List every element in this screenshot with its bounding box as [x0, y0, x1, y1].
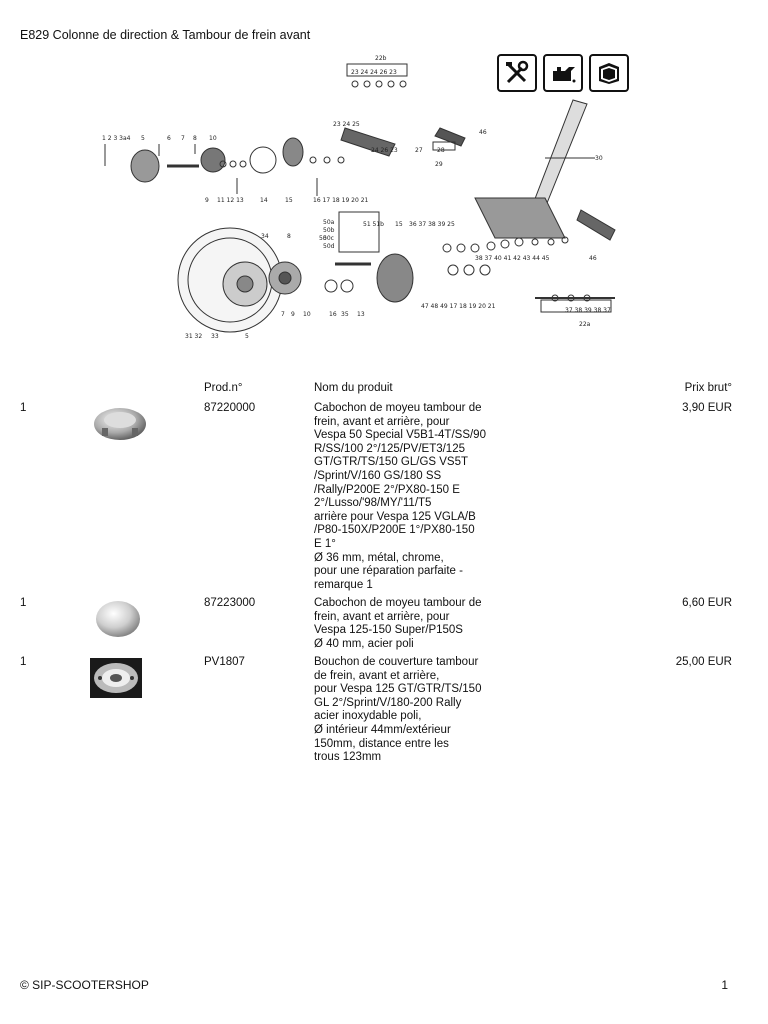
svg-text:37 38 39 38 37: 37 38 39 38 37	[565, 307, 611, 314]
header-prod-no: Prod.n°	[204, 382, 243, 394]
exploded-parts-diagram: 22b 23 24 24 26 23 23 24 25 46 1 2 3 3a4…	[102, 55, 616, 340]
product-number: 87220000	[204, 402, 256, 414]
svg-text:16: 16	[329, 311, 337, 318]
svg-text:22b: 22b	[375, 55, 387, 62]
svg-text:50d: 50d	[323, 243, 335, 250]
page-number: 1	[721, 978, 728, 992]
price: 3,90 EUR	[682, 402, 732, 414]
svg-text:31 32: 31 32	[185, 333, 202, 340]
svg-text:7: 7	[281, 311, 285, 318]
product-description: Bouchon de couverture tambour de frein, …	[314, 656, 482, 764]
svg-text:16 17 18 19 20 21: 16 17 18 19 20 21	[313, 197, 369, 204]
svg-text:50a: 50a	[323, 219, 335, 226]
header-product-name: Nom du produit	[314, 382, 393, 394]
svg-text:50b: 50b	[323, 227, 335, 234]
svg-text:8: 8	[193, 135, 197, 142]
svg-text:23 24 24 26 23: 23 24 24 26 23	[351, 69, 397, 76]
quantity: 1	[20, 402, 27, 414]
product-description: Cabochon de moyeu tambour de frein, avan…	[314, 402, 486, 591]
product-image-hub-cap-chrome	[94, 408, 146, 440]
svg-text:27: 27	[415, 147, 423, 154]
product-image-hub-cap-polished	[96, 601, 140, 637]
product-number: PV1807	[204, 656, 245, 668]
svg-text:22a: 22a	[579, 321, 591, 328]
svg-text:46: 46	[479, 129, 487, 136]
svg-text:5: 5	[245, 333, 249, 340]
svg-text:50: 50	[319, 235, 327, 242]
svg-text:13: 13	[357, 311, 365, 318]
svg-text:51 51b: 51 51b	[363, 221, 384, 228]
header-price: Prix brut°	[684, 382, 732, 394]
wrench-screwdriver-icon	[497, 54, 537, 92]
svg-text:10: 10	[209, 135, 217, 142]
price: 25,00 EUR	[675, 656, 732, 668]
svg-text:38 37 40 41 42 43 44 45: 38 37 40 41 42 43 44 45	[475, 255, 550, 262]
oil-can-icon	[543, 54, 583, 92]
footer-brand: © SIP-SCOOTERSHOP	[20, 978, 149, 992]
svg-text:14: 14	[260, 197, 268, 204]
svg-text:33: 33	[211, 333, 219, 340]
product-number: 87223000	[204, 597, 256, 609]
svg-text:15: 15	[395, 221, 403, 228]
svg-text:24 26 23: 24 26 23	[371, 147, 398, 154]
svg-text:29: 29	[435, 161, 443, 168]
price: 6,60 EUR	[682, 597, 732, 609]
svg-text:34: 34	[261, 233, 269, 240]
svg-text:7: 7	[181, 135, 185, 142]
svg-text:10: 10	[303, 311, 311, 318]
quantity: 1	[20, 597, 27, 609]
svg-text:9: 9	[205, 197, 209, 204]
svg-text:8: 8	[287, 233, 291, 240]
svg-text:35: 35	[341, 311, 349, 318]
quantity: 1	[20, 656, 27, 668]
svg-text:50c: 50c	[323, 235, 334, 242]
svg-text:5: 5	[141, 135, 145, 142]
tool-icons	[497, 54, 629, 92]
manual-book-icon	[589, 54, 629, 92]
product-description: Cabochon de moyeu tambour de frein, avan…	[314, 597, 482, 650]
svg-text:28: 28	[437, 147, 445, 154]
svg-text:23 24 25: 23 24 25	[333, 121, 360, 128]
page-title: E829 Colonne de direction & Tambour de f…	[20, 28, 311, 42]
svg-text:47 48 49 17 18 19 20 21: 47 48 49 17 18 19 20 21	[421, 303, 496, 310]
svg-text:15: 15	[285, 197, 293, 204]
svg-text:9: 9	[291, 311, 295, 318]
svg-text:11 12 13: 11 12 13	[217, 197, 244, 204]
product-image-brake-drum-cover	[90, 658, 142, 698]
svg-text:46: 46	[589, 255, 597, 262]
svg-text:36 37 38 39 25: 36 37 38 39 25	[409, 221, 455, 228]
svg-text:30: 30	[595, 155, 603, 162]
svg-text:1 2 3 3a4: 1 2 3 3a4	[102, 135, 131, 142]
svg-text:6: 6	[167, 135, 171, 142]
